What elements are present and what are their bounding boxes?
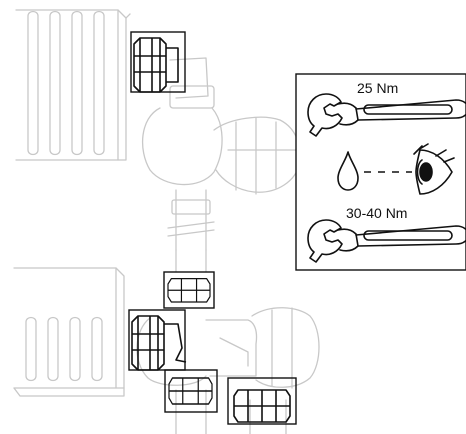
upper-mid-nut — [163, 271, 215, 309]
bottom-left-nut — [164, 369, 218, 413]
upper-torque-label: 25 Nm — [357, 80, 398, 96]
lower-radiator — [13, 267, 125, 397]
torque-instruction-panel: 25 Nm 30-40 Nm — [295, 73, 466, 271]
callout-box-upper-fitting — [130, 31, 186, 93]
upper-radiator — [15, 9, 131, 161]
upper-compression-fitting — [130, 31, 186, 93]
highlighted-fittings — [128, 31, 297, 425]
upper-valve-ghost — [141, 57, 302, 251]
callout-box-bottom-left-nut — [164, 369, 218, 413]
eye-icon — [413, 143, 455, 195]
bottom-right-nut — [227, 377, 297, 425]
lower-torque-label: 30-40 Nm — [346, 205, 407, 221]
callout-box-bottom-right-nut — [227, 377, 297, 425]
callout-box-mid-nut — [163, 271, 215, 309]
lower-compression-fitting — [128, 309, 187, 371]
water-drop-icon — [337, 151, 359, 191]
